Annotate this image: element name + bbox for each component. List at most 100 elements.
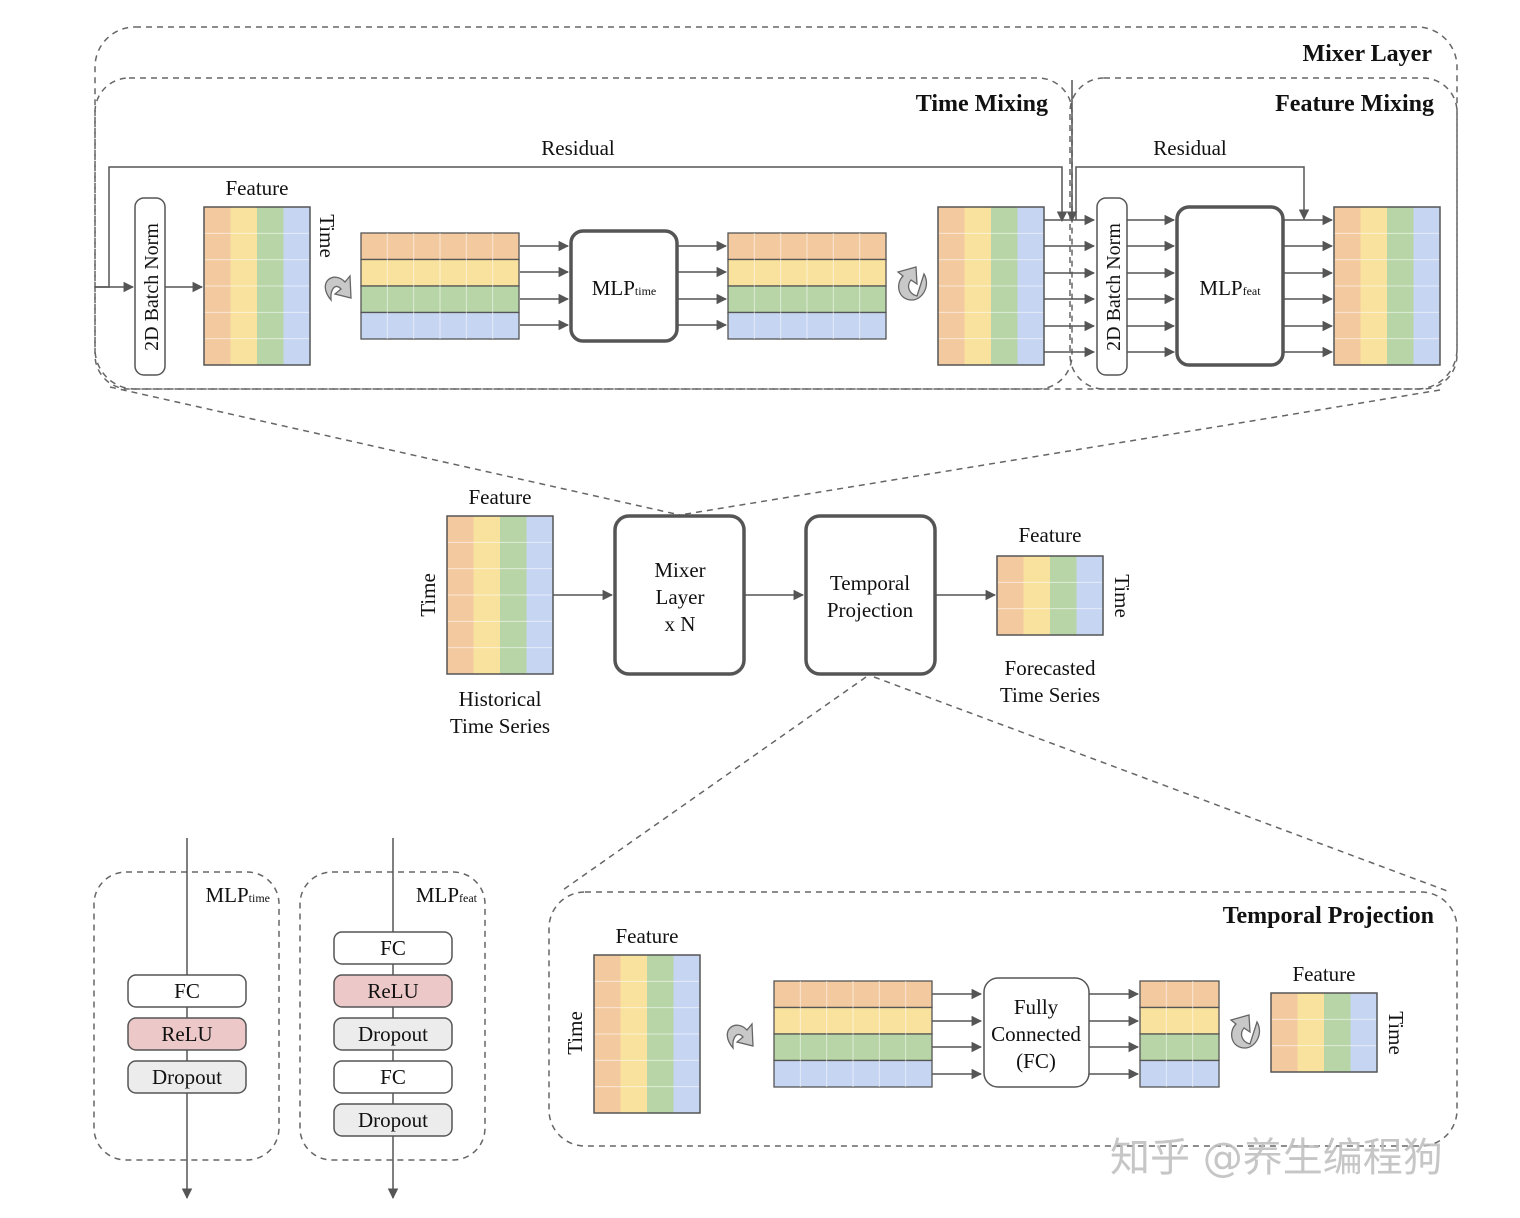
mlp-feat-block <box>1175 205 1285 367</box>
matrix-column <box>1297 993 1324 1072</box>
svg-text:FC: FC <box>174 979 200 1003</box>
time-mixing-result-matrix <box>937 206 1045 366</box>
mlp-feat-dropout-layer-2: Dropout <box>333 1103 453 1137</box>
feature-residual-label: Residual <box>1153 136 1227 160</box>
matrix-row <box>1139 980 1220 1009</box>
matrix-column <box>1050 556 1077 635</box>
time-mixing-feature-label: Feature <box>226 176 289 200</box>
mlp-time-detail-title: MLPtime <box>205 883 270 907</box>
svg-text:Dropout: Dropout <box>358 1108 428 1132</box>
mixer-layer-panel: Mixer Layer Time Mixing Residual 2D Batc… <box>94 26 1458 390</box>
historical-time-series-matrix <box>446 515 554 675</box>
tp-transpose-icon <box>726 1022 754 1050</box>
fc-line2: Connected <box>991 1022 1081 1046</box>
matrix-row <box>1139 1059 1220 1088</box>
projection-zoom-right <box>873 676 1451 893</box>
transpose-back-icon <box>896 266 928 301</box>
time-mixing-time-label: Time <box>315 214 339 258</box>
time-mixing-panel: Time Mixing Residual 2D Batch Norm Featu… <box>94 77 1073 390</box>
time-mixing-output-rows <box>727 232 887 340</box>
main-pipeline: Feature Time Historical Time Series Mixe… <box>416 485 1134 738</box>
time-mixing-title: Time Mixing <box>916 91 1048 117</box>
svg-text:FC: FC <box>380 936 406 960</box>
mlp-time-detail-panel: MLPtime FC ReLU Dropout <box>93 838 280 1200</box>
matrix-border <box>1270 992 1378 1073</box>
output-caption-line1: Forecasted <box>1005 656 1096 680</box>
mixer-zoom-left <box>109 386 681 516</box>
mlp-time-fc-layer: FC <box>127 974 247 1008</box>
mixer-layer-title: Mixer Layer <box>1302 41 1432 67</box>
mlp-feat-fc-layer-2: FC <box>333 1060 453 1094</box>
projection-zoom-left <box>559 676 867 893</box>
matrix-row <box>1139 1006 1220 1035</box>
mlp-feat-dropout-layer-1: Dropout <box>333 1017 453 1051</box>
tp-input-matrix <box>593 954 701 1114</box>
mlp-feat-detail-title: MLPfeat <box>416 883 478 907</box>
feature-mixing-output-matrix <box>1333 206 1441 366</box>
matrix-column <box>997 556 1024 635</box>
tp-output-matrix <box>1270 992 1378 1073</box>
matrix-border <box>937 206 1045 366</box>
svg-text:Dropout: Dropout <box>152 1065 222 1089</box>
svg-text:Dropout: Dropout <box>358 1022 428 1046</box>
fc-line1: Fully <box>1014 995 1059 1019</box>
tp-feature-label: Feature <box>616 924 679 948</box>
fully-connected-block <box>983 977 1090 1088</box>
matrix-border <box>203 206 311 366</box>
temporal-projection-panel: Temporal Projection Feature Time Fully C… <box>548 891 1458 1147</box>
time-mixing-input-matrix <box>203 206 311 366</box>
mixer-block-line1: Mixer <box>654 558 705 582</box>
matrix-row <box>1139 1033 1220 1062</box>
matrix-column <box>1076 556 1103 635</box>
feature-batch-norm-label: 2D Batch Norm <box>1103 223 1125 351</box>
svg-text:ReLU: ReLU <box>161 1022 212 1046</box>
mixer-zoom-right <box>679 389 1441 516</box>
watermark: 知乎 @养生编程狗 <box>1110 1135 1443 1181</box>
mixer-block-line3: x N <box>665 612 696 636</box>
matrix-column <box>1023 556 1050 635</box>
matrix-border <box>1333 206 1441 366</box>
fc-line3: (FC) <box>1016 1049 1056 1073</box>
temporal-projection-block <box>804 514 937 676</box>
time-residual-label: Residual <box>541 136 615 160</box>
time-batch-norm-label: 2D Batch Norm <box>141 223 163 351</box>
mixer-block-line2: Layer <box>656 585 705 609</box>
mlp-time-label: MLPtime <box>592 276 657 300</box>
forecasted-time-series-matrix <box>996 555 1104 636</box>
mlp-feat-detail-panel: MLPfeat FC ReLU Dropout FC Dropout <box>299 838 486 1200</box>
matrix-column <box>1271 993 1298 1072</box>
mlp-time-dropout-layer: Dropout <box>127 1060 247 1094</box>
feature-mixing-panel: Feature Mixing Residual 2D Batch Norm ML… <box>1044 77 1458 390</box>
feature-batch-norm-block <box>1096 197 1128 376</box>
tp-out-feature-label: Feature <box>1293 962 1356 986</box>
matrix-border <box>996 555 1104 636</box>
tp-projected-rows <box>1139 980 1220 1088</box>
feature-mixing-title: Feature Mixing <box>1275 91 1434 117</box>
mlp-feat-relu-layer: ReLU <box>333 974 453 1008</box>
projection-block-line2: Projection <box>827 598 914 622</box>
output-caption-line2: Time Series <box>1000 683 1100 707</box>
svg-text:ReLU: ReLU <box>367 979 418 1003</box>
mlp-feat-fc-layer-1: FC <box>333 931 453 965</box>
svg-text:FC: FC <box>380 1065 406 1089</box>
time-mixing-transposed-rows <box>360 232 520 340</box>
transpose-icon <box>324 274 352 302</box>
input-caption-line1: Historical <box>459 687 542 711</box>
output-feature-label: Feature <box>1019 523 1082 547</box>
projection-block-line1: Temporal <box>830 571 910 595</box>
input-caption-line2: Time Series <box>450 714 550 738</box>
mlp-time-block <box>569 229 679 343</box>
tp-time-label: Time <box>563 1011 587 1055</box>
temporal-projection-title: Temporal Projection <box>1223 903 1434 929</box>
tp-transposed-rows <box>773 980 933 1088</box>
tp-transpose-back-icon <box>1229 1014 1261 1049</box>
mlp-feat-label: MLPfeat <box>1199 276 1261 300</box>
input-feature-label: Feature <box>469 485 532 509</box>
matrix-column <box>1350 993 1377 1072</box>
mlp-time-relu-layer: ReLU <box>127 1017 247 1051</box>
output-time-label: Time <box>1110 574 1134 618</box>
feature-residual-path <box>1075 166 1310 221</box>
matrix-column <box>1324 993 1351 1072</box>
matrix-border <box>593 954 701 1114</box>
